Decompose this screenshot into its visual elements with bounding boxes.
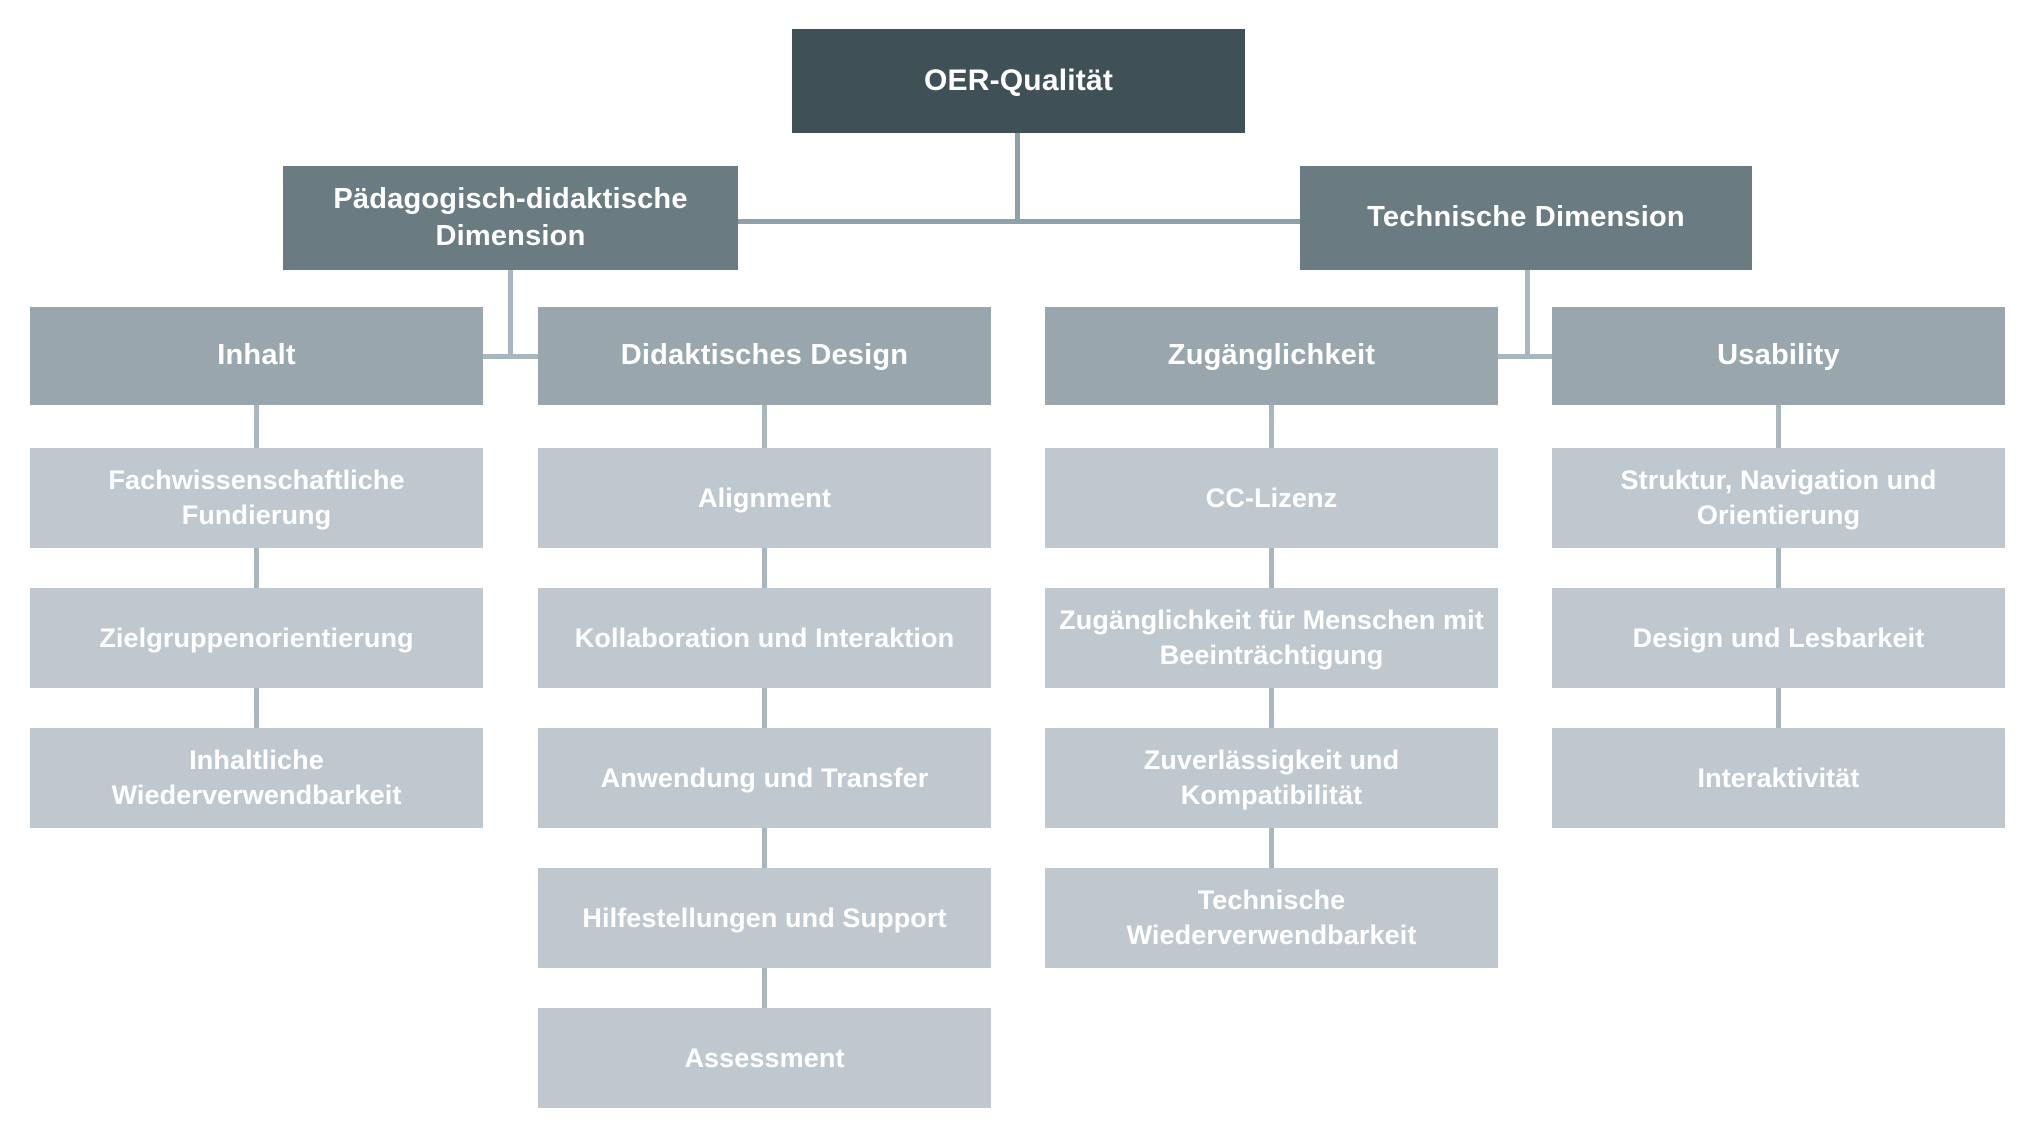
connector-col1-link2 <box>254 548 259 588</box>
node-criterion-label: Zielgruppenorientierung <box>99 622 414 653</box>
node-criterion-label: Hilfestellungen und Support <box>582 902 947 933</box>
connector-col4-link2 <box>1776 548 1781 588</box>
connector-pedagogic-stem <box>508 270 513 358</box>
node-criterion[interactable]: Assessment <box>538 1008 991 1108</box>
node-criterion-label: Zuverlässigkeit und Kompatibilität <box>1143 745 1400 810</box>
node-criterion-label: Design und Lesbarkeit <box>1632 622 1925 653</box>
node-criterion[interactable]: Anwendung und Transfer <box>538 728 991 828</box>
node-category-inhalt-label: Inhalt <box>217 339 296 372</box>
node-criterion-label: Technische Wiederverwendbarkeit <box>1126 885 1417 950</box>
node-category-zugaenglichkeit[interactable]: Zugänglichkeit <box>1045 307 1498 405</box>
node-criterion[interactable]: Kollaboration und Interaktion <box>538 588 991 688</box>
node-dimension-pedagogic[interactable]: Pädagogisch-didaktische Dimension <box>283 166 738 270</box>
node-criterion[interactable]: Technische Wiederverwendbarkeit <box>1045 868 1498 968</box>
connector-col1-link3 <box>254 688 259 728</box>
connector-pedagogic-bus <box>255 354 765 359</box>
node-criterion[interactable]: Zugänglichkeit für Menschen mit Beeinträ… <box>1045 588 1498 688</box>
node-category-didaktisches-design-label: Didaktisches Design <box>620 339 909 372</box>
node-criterion-label: Alignment <box>698 482 831 513</box>
node-criterion-label: Inhaltliche Wiederverwendbarkeit <box>111 745 402 810</box>
node-criterion[interactable]: CC-Lizenz <box>1045 448 1498 548</box>
connector-col3-link1 <box>1269 405 1274 448</box>
node-category-usability[interactable]: Usability <box>1552 307 2005 405</box>
connector-technical-bus <box>1272 354 1782 359</box>
connector-col1-link1 <box>254 405 259 448</box>
connector-col4-link1 <box>1776 405 1781 448</box>
node-criterion-label: Fachwissenschaftliche Fundierung <box>108 465 405 530</box>
node-criterion-label: Assessment <box>684 1042 845 1073</box>
node-criterion[interactable]: Alignment <box>538 448 991 548</box>
connector-root-stem <box>1015 133 1020 223</box>
connector-col3-link4 <box>1269 828 1274 868</box>
connector-dimension-bus <box>737 219 1302 224</box>
node-criterion-label: Kollaboration und Interaktion <box>574 622 955 653</box>
connector-technical-stem <box>1525 270 1530 358</box>
node-criterion[interactable]: Zielgruppenorientierung <box>30 588 483 688</box>
node-root-oer-qualitaet[interactable]: OER-Qualität <box>792 29 1245 133</box>
node-criterion[interactable]: Inhaltliche Wiederverwendbarkeit <box>30 728 483 828</box>
node-criterion[interactable]: Zuverlässigkeit und Kompatibilität <box>1045 728 1498 828</box>
node-criterion[interactable]: Design und Lesbarkeit <box>1552 588 2005 688</box>
node-criterion[interactable]: Interaktivität <box>1552 728 2005 828</box>
node-criterion-label: Struktur, Navigation und Orientierung <box>1620 465 1937 530</box>
node-criterion-label: Zugänglichkeit für Menschen mit Beeinträ… <box>1059 605 1484 670</box>
connector-col2-link2 <box>762 548 767 588</box>
node-category-zugaenglichkeit-label: Zugänglichkeit <box>1167 339 1376 372</box>
connector-col2-link5 <box>762 968 767 1008</box>
node-criterion-label: Anwendung und Transfer <box>600 762 929 793</box>
node-criterion[interactable]: Hilfestellungen und Support <box>538 868 991 968</box>
connector-col2-link1 <box>762 405 767 448</box>
connector-col4-link3 <box>1776 688 1781 728</box>
node-category-didaktisches-design[interactable]: Didaktisches Design <box>538 307 991 405</box>
node-criterion-label: CC-Lizenz <box>1205 482 1338 513</box>
connector-col2-link4 <box>762 828 767 868</box>
node-category-usability-label: Usability <box>1717 339 1840 372</box>
node-category-inhalt[interactable]: Inhalt <box>30 307 483 405</box>
connector-col2-link3 <box>762 688 767 728</box>
node-criterion[interactable]: Fachwissenschaftliche Fundierung <box>30 448 483 548</box>
connector-col3-link3 <box>1269 688 1274 728</box>
node-dimension-technical[interactable]: Technische Dimension <box>1300 166 1752 270</box>
connector-col3-link2 <box>1269 548 1274 588</box>
node-criterion[interactable]: Struktur, Navigation und Orientierung <box>1552 448 2005 548</box>
node-root-label: OER-Qualität <box>923 63 1114 97</box>
node-dimension-pedagogic-label: Pädagogisch-didaktische Dimension <box>333 182 688 252</box>
node-dimension-technical-label: Technische Dimension <box>1367 201 1685 234</box>
node-criterion-label: Interaktivität <box>1697 762 1860 793</box>
